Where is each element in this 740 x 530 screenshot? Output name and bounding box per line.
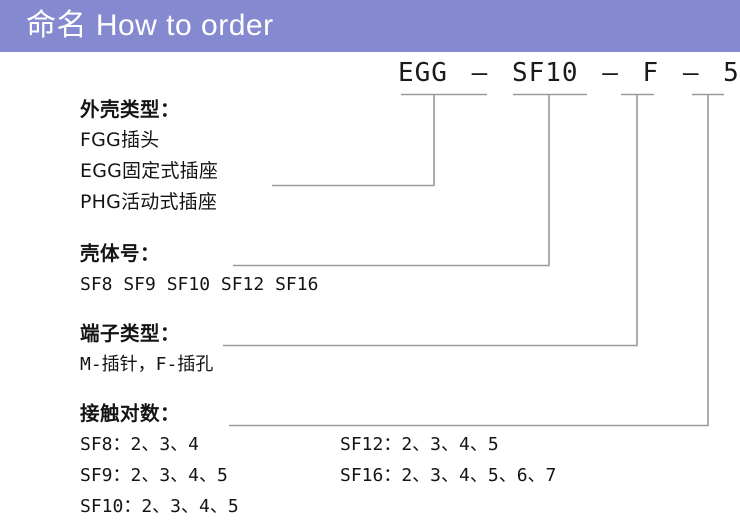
contact-pairs-sf12: SF12：2、3、4、5	[340, 434, 499, 455]
block-shell-size-line-1: SF8 SF9 SF10 SF12 SF16	[80, 274, 319, 295]
block-shell-type-line-1: FGG插头	[80, 129, 160, 151]
part-number-segment-size: SF10	[511, 58, 579, 88]
contact-pairs-table: SF8：2、3、4 SF12：2、3、4、5 SF9：2、3、4、5 SF16：…	[80, 429, 720, 522]
block-shell-size-title: 壳体号：	[80, 242, 161, 265]
part-number-segment-contact: F	[642, 58, 660, 88]
table-row: SF9：2、3、4、5 SF16：2、3、4、5、6、7	[80, 460, 720, 491]
table-row: SF10：2、3、4、5	[80, 491, 720, 522]
contact-pairs-sf16: SF16：2、3、4、5、6、7	[340, 465, 557, 486]
part-number-segment-pairs: 5	[723, 58, 740, 88]
block-shell-type: 外壳类型： FGG插头 EGG固定式插座 PHG活动式插座	[80, 94, 218, 218]
block-shell-type-line-3: PHG活动式插座	[80, 191, 218, 213]
block-shell-type-line-2: EGG固定式插座	[80, 160, 219, 182]
header-band: 命名 How to order	[0, 0, 740, 52]
block-contact-type-title: 端子类型：	[80, 322, 181, 345]
contact-pairs-sf9: SF9：2、3、4、5	[80, 465, 228, 486]
leader-line-shell-type	[272, 93, 487, 187]
block-shell-type-title: 外壳类型：	[80, 98, 181, 121]
block-contact-type: 端子类型： M-插针，F-插孔	[80, 318, 213, 380]
contact-pairs-sf8: SF8：2、3、4	[80, 434, 200, 455]
leader-line-contact-type	[223, 93, 654, 347]
page-title: 命名 How to order	[26, 9, 274, 42]
block-contact-pairs: 接触对数： SF8：2、3、4 SF12：2、3、4、5 SF9：2、3、4、5…	[80, 398, 720, 522]
part-number-dash-1: –	[471, 58, 489, 88]
contact-pairs-sf10: SF10：2、3、4、5	[80, 496, 239, 517]
part-number-segment-shell: EGG	[398, 58, 448, 88]
block-shell-size: 壳体号： SF8 SF9 SF10 SF12 SF16	[80, 238, 318, 300]
block-contact-type-line-1: M-插针，F-插孔	[80, 354, 214, 375]
table-row: SF8：2、3、4 SF12：2、3、4、5	[80, 429, 720, 460]
part-number-dash-3: –	[682, 58, 700, 88]
block-contact-pairs-title: 接触对数：	[80, 402, 181, 425]
part-number-row: EGG – SF10 – F – 5	[398, 56, 740, 90]
part-number-dash-2: –	[602, 58, 619, 88]
